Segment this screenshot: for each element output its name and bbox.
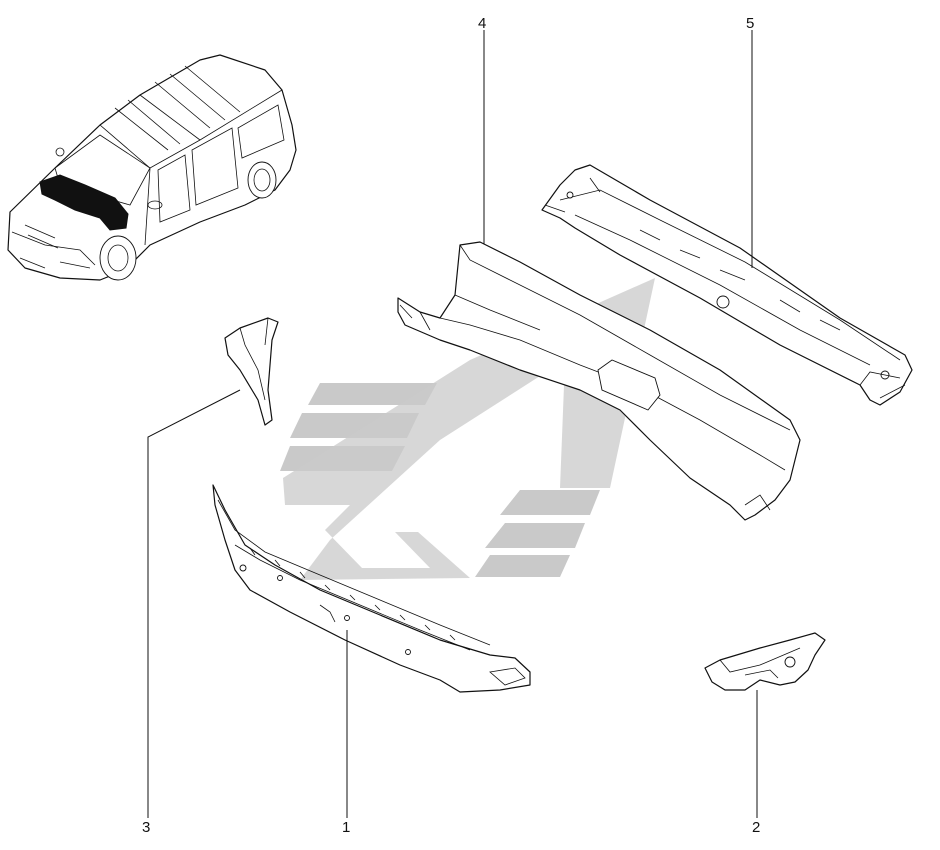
- part-1-lower-cowl-member: [212, 484, 531, 693]
- callout-1: 1: [342, 819, 351, 836]
- callout-5: 5: [746, 15, 755, 32]
- part-3-bracket: [224, 317, 279, 426]
- part-4-cowl-tray: [397, 241, 801, 521]
- callout-3: 3: [142, 819, 151, 836]
- highlighted-cowl-area: [39, 174, 129, 231]
- vehicle-locator: [7, 54, 297, 281]
- part-5-upper-cowl-panel: [541, 164, 913, 406]
- callout-4: 4: [478, 15, 487, 32]
- leader-lines: [147, 30, 758, 818]
- part-2-corner-bracket: [704, 632, 826, 691]
- leader-line-3: [147, 389, 241, 818]
- callout-2: 2: [752, 819, 761, 836]
